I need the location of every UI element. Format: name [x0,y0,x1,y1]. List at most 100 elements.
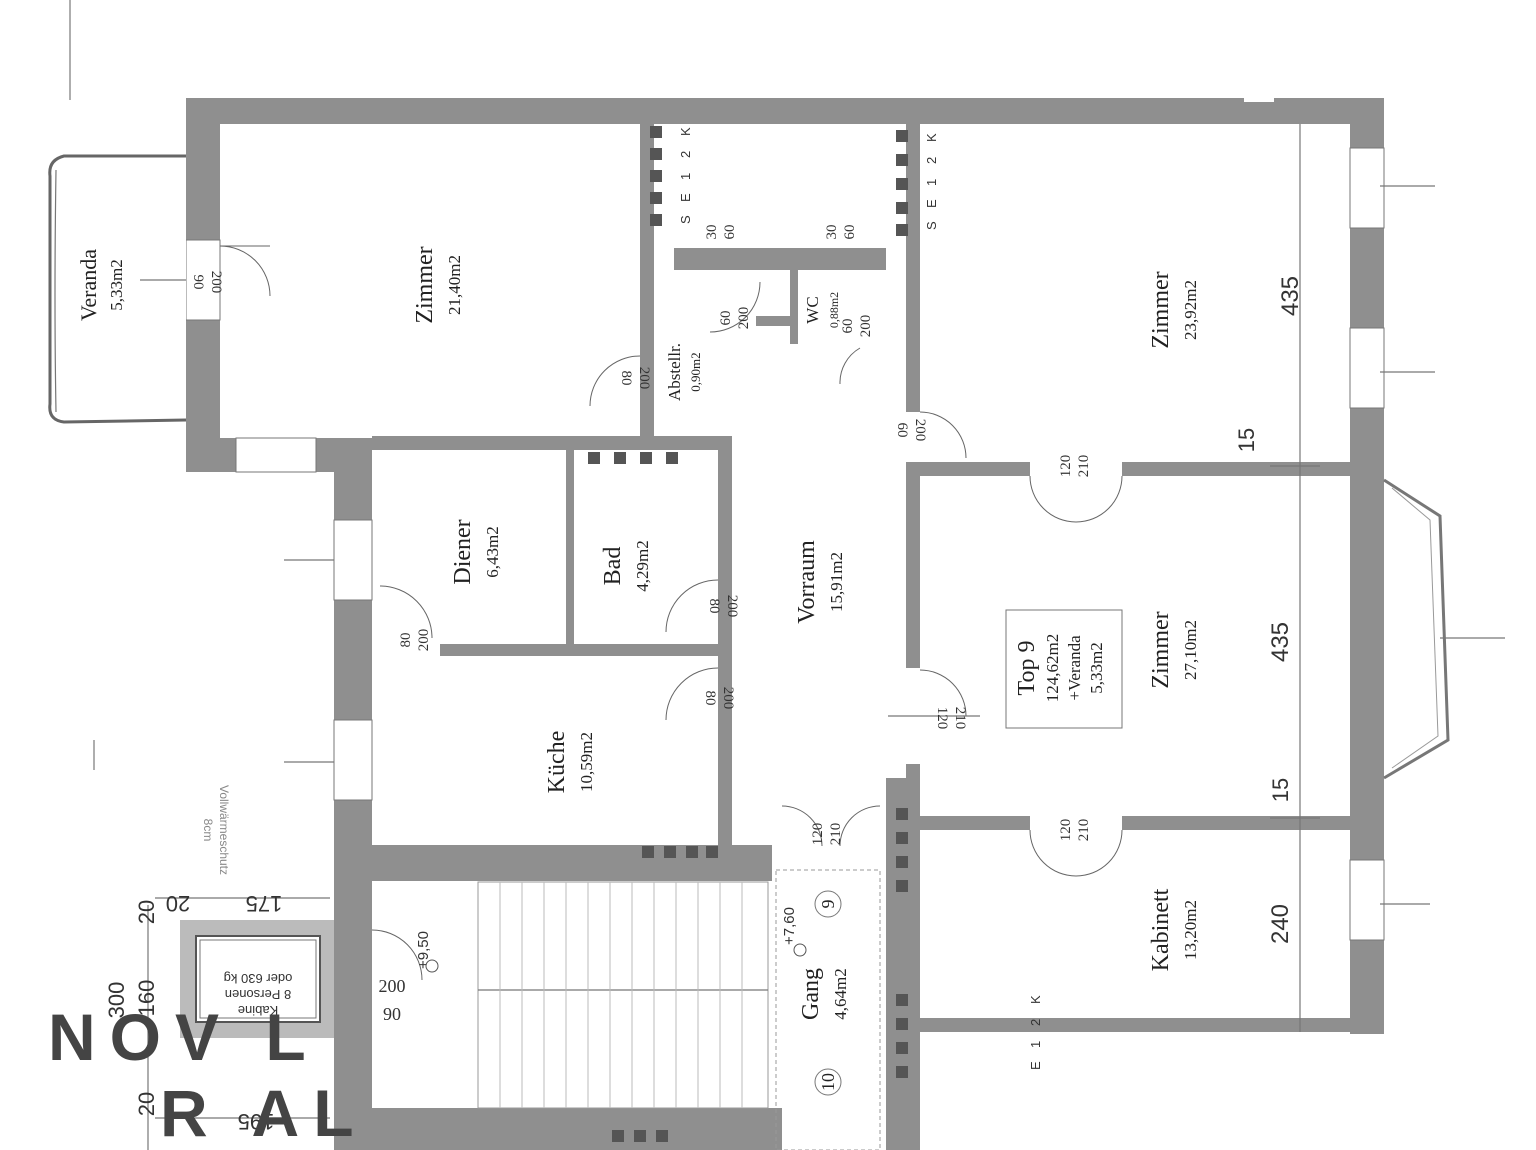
svg-text:60: 60 [894,423,910,438]
svg-text:2: 2 [1028,1019,1043,1026]
room-name: Diener [450,519,476,584]
room-name: Veranda [76,249,101,321]
svg-text:E: E [678,193,693,202]
room-name: Gang [798,968,824,1020]
svg-text:210: 210 [1076,819,1092,842]
svg-text:60: 60 [840,319,856,334]
dimension-text: 20 [134,1092,159,1116]
room-gang: Gang 4,64m2 [798,968,850,1020]
room-area: 27,10m2 [1181,620,1200,680]
svg-text:30: 30 [824,225,840,240]
dimension-labels: 435 15 435 15 240 20 20 175 160 300 20 1… [104,276,1304,1134]
unit-area: 124,62m2 [1043,634,1062,702]
room-kueche: Küche 10,59m2 [544,731,596,794]
dimension-text: 435 [1277,276,1304,316]
room-zimmer-3: Zimmer 27,10m2 [1148,611,1200,688]
room-bad: Bad 4,29m2 [600,540,652,591]
level-marker-stair [425,959,439,973]
svg-text:200: 200 [724,595,740,618]
svg-text:200: 200 [736,307,752,330]
dimension-text: 15 [1268,778,1293,802]
svg-text:80: 80 [398,633,414,648]
room-name: Bad [600,547,626,586]
svg-text:200: 200 [636,367,652,390]
svg-text:Kabine: Kabine [238,1003,278,1018]
svg-text:K: K [678,127,693,136]
svg-text:8 Personen: 8 Personen [225,987,292,1002]
dimension-text: 300 [104,982,129,1019]
insulation-note: Vollwärmeschutz 8cm [201,785,231,875]
svg-text:90: 90 [383,1004,401,1024]
level-marker-gang [793,943,807,957]
svg-text:oder 630 kg: oder 630 kg [224,971,293,986]
room-name: Zimmer [1148,611,1174,688]
svg-text:Vollwärmeschutz: Vollwärmeschutz [217,785,231,875]
svg-text:120: 120 [810,823,826,846]
room-area: 6,43m2 [483,526,502,577]
dimension-lines [69,0,1435,1150]
door-swings [219,245,1123,981]
room-name: Abstellr. [665,343,684,401]
dim-tick-1 [1244,94,1274,102]
room-area: 10,59m2 [577,732,596,792]
room-name: Zimmer [1148,271,1174,348]
svg-text:210: 210 [952,707,968,730]
svg-text:200: 200 [912,419,928,442]
svg-text:1: 1 [924,179,939,186]
unit-title: Top 9 [1014,641,1040,696]
elevator-text: 8 Personen oder 630 kg Kabine [224,971,293,1018]
svg-text:2: 2 [924,157,939,164]
dimension-text: 195 [238,1109,275,1134]
room-abstellr: Abstellr. 0,90m2 [665,343,703,401]
room-area: 21,40m2 [445,255,464,315]
level-gang: +7,60 [781,907,798,945]
svg-text:60: 60 [718,311,734,326]
svg-text:210: 210 [828,823,844,846]
svg-text:2: 2 [678,151,693,158]
room-area: 15,91m2 [827,552,846,612]
level-stair: +9,50 [415,931,432,969]
walls [186,98,1384,1150]
stair-number: 10 [818,1073,838,1091]
svg-text:200: 200 [720,687,736,710]
svg-text:60: 60 [842,225,858,240]
dimension-text: 240 [1267,904,1294,944]
room-area: 5,33m2 [107,259,126,310]
unit-summary: Top 9 124,62m2 +Veranda 5,33m2 [1014,634,1106,702]
svg-text:E: E [1028,1061,1043,1070]
logo-line-2: R AL [160,1076,368,1150]
unit-veranda-area: 5,33m2 [1087,642,1106,693]
svg-text:200: 200 [416,629,432,652]
unit-veranda-label: +Veranda [1065,635,1084,701]
svg-text:80: 80 [702,691,718,706]
room-name: Küche [544,731,570,794]
svg-text:K: K [924,133,939,142]
stair-number: 9 [818,900,838,909]
room-name: Zimmer [412,246,438,323]
dimension-text: 15 [1234,428,1259,452]
room-zimmer-2: Zimmer 23,92m2 [1148,271,1200,348]
svg-text:1: 1 [1028,1041,1043,1048]
room-vorraum: Vorraum 15,91m2 [794,540,846,624]
room-area: 4,64m2 [831,968,850,1019]
svg-text:S: S [924,221,939,230]
room-name: WC [803,296,822,323]
dimension-text: 20 [166,891,190,916]
room-wc: WC 0,88m2 [803,292,841,328]
room-area: 13,20m2 [1181,900,1200,960]
room-veranda: Veranda 5,33m2 [76,249,126,321]
room-area: 0,90m2 [688,352,703,391]
staircase [477,869,881,1150]
dimension-text: 435 [1267,622,1294,662]
svg-text:8cm: 8cm [201,819,215,842]
windows [185,147,1505,941]
dimension-text: 175 [246,891,283,916]
svg-text:200: 200 [208,271,224,294]
svg-text:K: K [1028,995,1043,1004]
room-zimmer-1: Zimmer 21,40m2 [412,246,464,323]
room-kabinett: Kabinett 13,20m2 [1148,888,1200,971]
svg-text:E: E [924,199,939,208]
